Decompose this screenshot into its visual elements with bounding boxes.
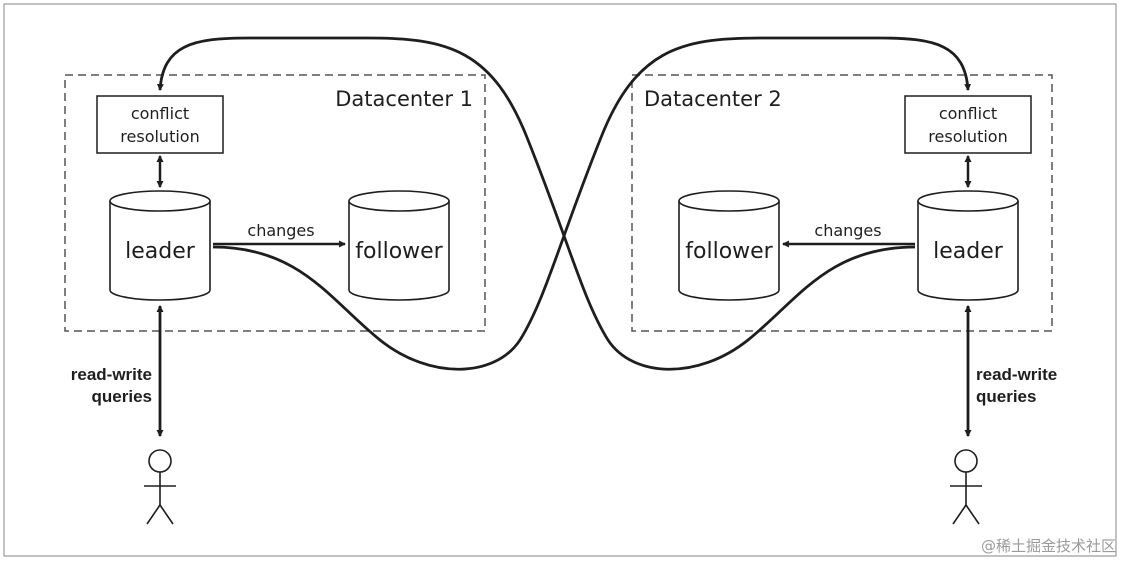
datacenter-2-title: Datacenter 2 — [644, 87, 782, 111]
conflict-label-line1: conflict — [939, 104, 997, 123]
follower-label: follower — [685, 239, 773, 264]
read-write-label-1: read-write — [71, 365, 152, 384]
conflict-label-line2: resolution — [928, 127, 1007, 146]
follower-database-1: follower — [348, 190, 450, 301]
datacenter-2-boundary — [631, 74, 1053, 332]
datacenter-1-title: Datacenter 1 — [335, 87, 473, 111]
outer-frame — [3, 3, 1117, 557]
conflict-label-line2: resolution — [120, 127, 199, 146]
cross-replication-curve-1-to-2 — [212, 36, 972, 371]
follower-database-2: follower — [678, 190, 780, 301]
conflict-resolution-box-1: conflict resolution — [96, 95, 224, 154]
conflict-resolution-box-2: conflict resolution — [904, 95, 1032, 154]
changes-label-1: changes — [247, 221, 314, 240]
user-figure-1 — [144, 449, 176, 525]
cross-replication-curve-2-to-1 — [156, 36, 916, 371]
watermark-text: @稀土掘金技术社区 — [981, 537, 1116, 555]
user-figure-2 — [950, 449, 982, 525]
queries-label-2: queries — [976, 387, 1036, 406]
read-write-label-2: read-write — [976, 365, 1057, 384]
queries-label-1: queries — [92, 387, 152, 406]
leader-label: leader — [125, 239, 196, 264]
follower-label: follower — [355, 239, 443, 264]
datacenter-1-boundary — [64, 74, 486, 332]
leader-database-1: leader — [109, 190, 211, 301]
conflict-label-line1: conflict — [131, 104, 189, 123]
leader-database-2: leader — [917, 190, 1019, 301]
changes-label-2: changes — [814, 221, 881, 240]
leader-label: leader — [933, 239, 1004, 264]
